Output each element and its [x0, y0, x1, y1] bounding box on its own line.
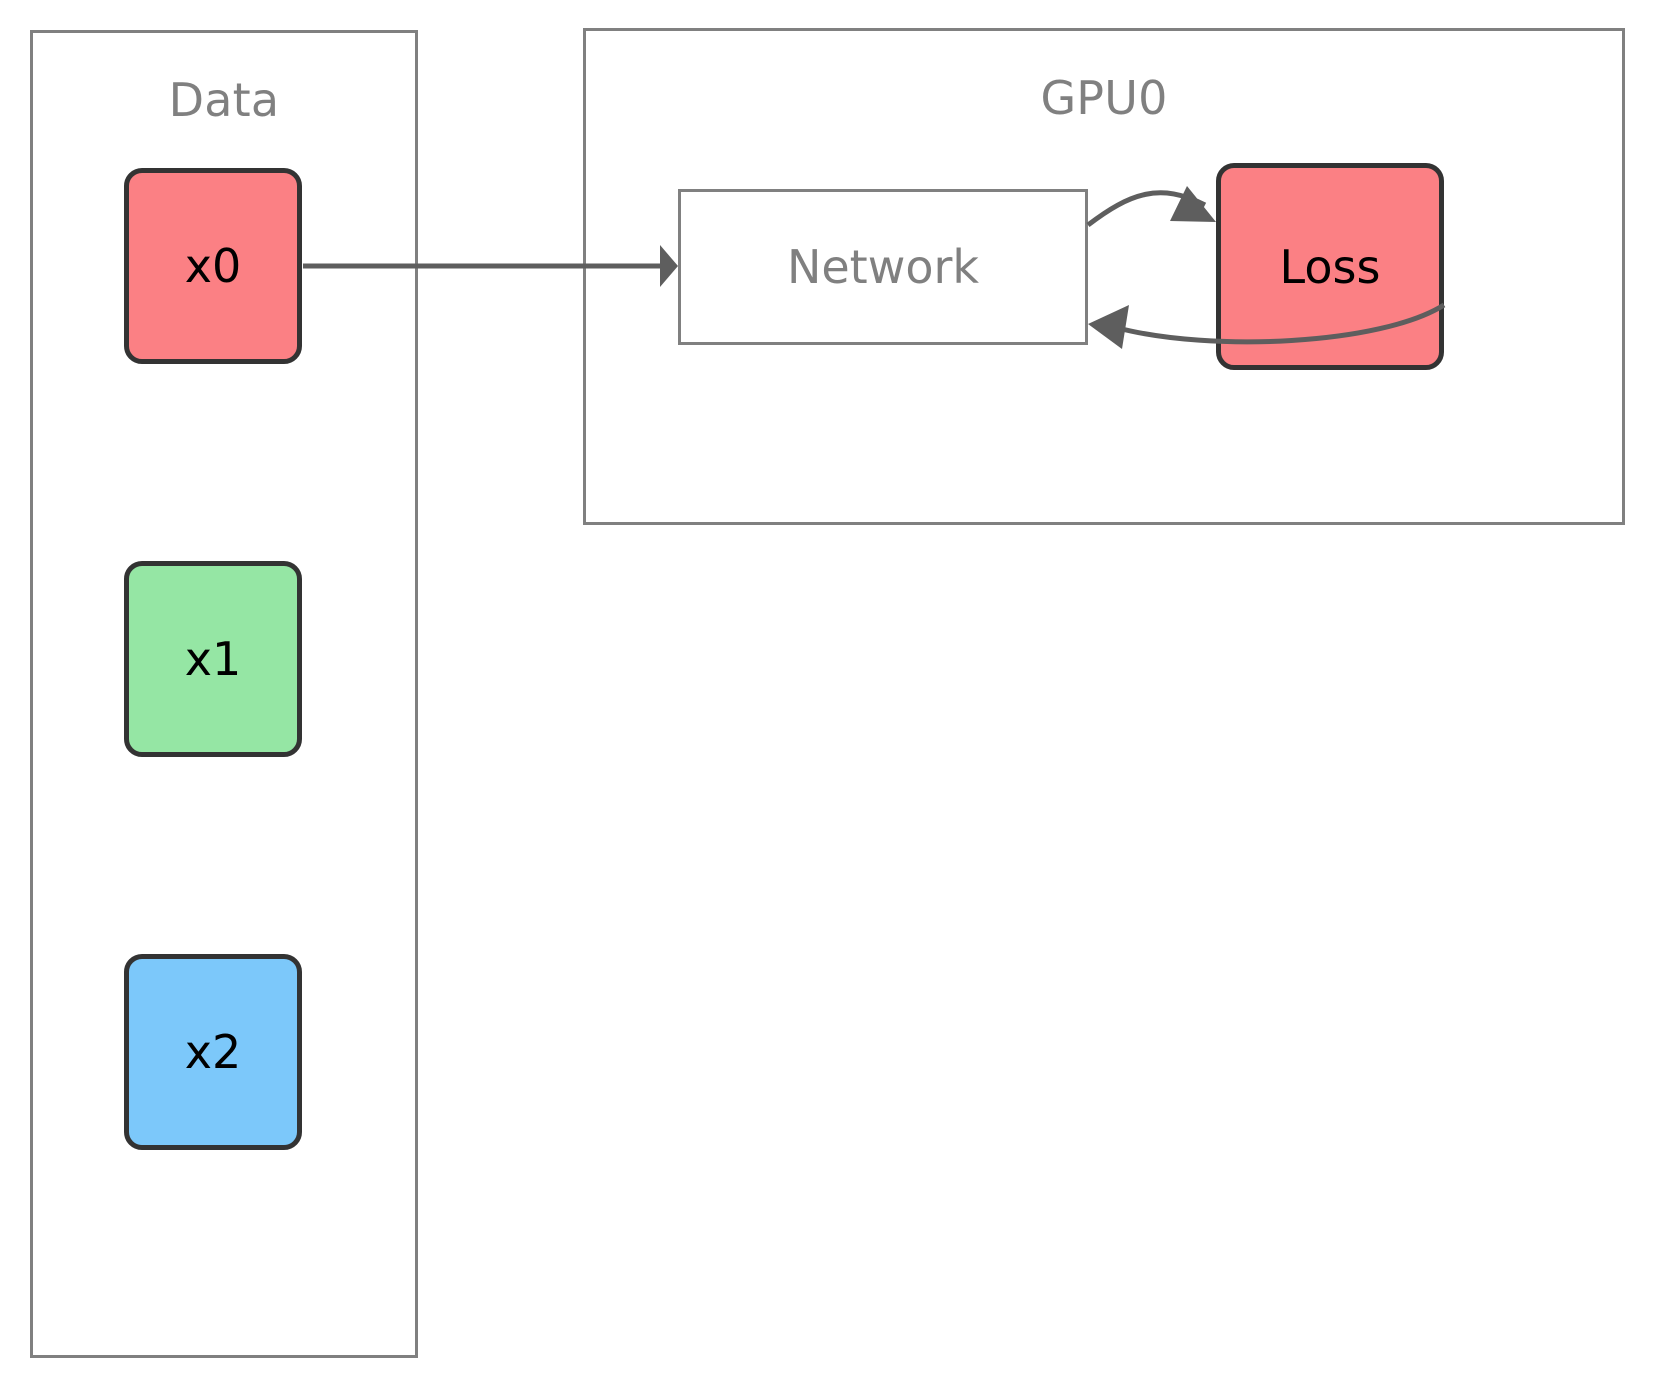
node-x0[interactable]: x0 [124, 168, 302, 364]
node-x0-label: x0 [184, 239, 242, 293]
node-loss-label: Loss [1279, 239, 1381, 294]
node-x2-label: x2 [184, 1025, 242, 1079]
node-x2[interactable]: x2 [124, 954, 302, 1150]
node-x1-label: x1 [184, 632, 242, 686]
node-x1[interactable]: x1 [124, 561, 302, 757]
node-network-label: Network [786, 240, 980, 294]
node-loss[interactable]: Loss [1216, 163, 1444, 370]
node-network[interactable]: Network [678, 189, 1088, 345]
group-gpu0-label: GPU0 [1040, 71, 1168, 125]
group-data-label: Data [168, 73, 280, 127]
